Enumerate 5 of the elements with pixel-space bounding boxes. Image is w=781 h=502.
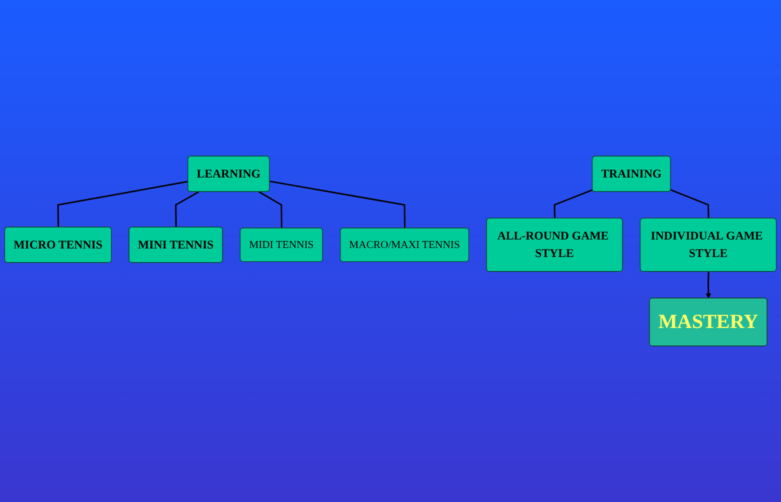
connector xyxy=(670,189,710,218)
connector xyxy=(270,180,406,228)
connector xyxy=(57,180,188,228)
connector xyxy=(554,189,593,218)
arrow xyxy=(706,272,712,299)
